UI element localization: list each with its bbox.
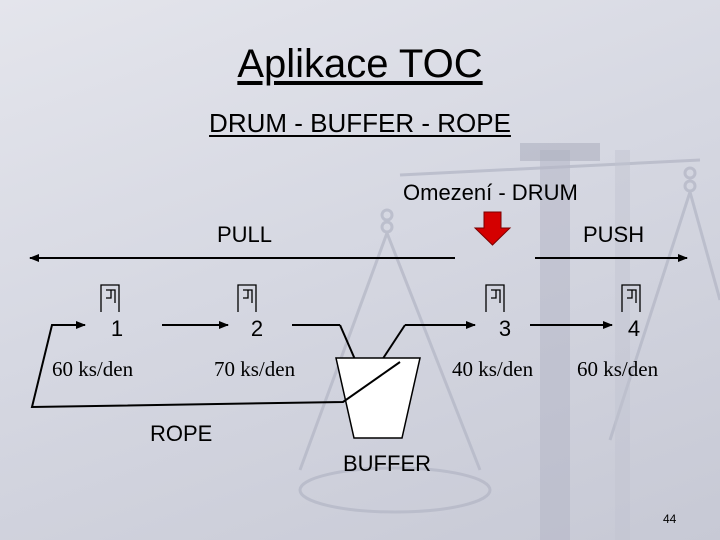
station-number-3: 3 <box>498 316 512 341</box>
station-rate-1: 60 ks/den <box>52 357 134 381</box>
station-rate-2: 70 ks/den <box>214 357 296 381</box>
station-number-2: 2 <box>250 316 264 341</box>
page-title: Aplikace TOC <box>237 42 483 86</box>
rope-line <box>30 321 401 409</box>
page-subtitle: DRUM - BUFFER - ROPE <box>209 108 511 138</box>
flow-arrow-buffer-3 <box>381 324 406 361</box>
pull-label: PULL <box>217 222 273 247</box>
station-number-4: 4 <box>627 316 641 341</box>
buffer-label: BUFFER <box>343 451 431 476</box>
buffer-container <box>335 357 421 439</box>
drum-arrow-icon <box>473 211 512 246</box>
push-label: PUSH <box>583 222 645 247</box>
constraint-label: Omezení - DRUM <box>403 180 578 205</box>
rope-label: ROPE <box>150 421 213 446</box>
machine-icon-1 <box>100 284 120 312</box>
page-number: 44 <box>663 512 677 526</box>
machine-icon-3 <box>485 284 505 312</box>
station-number-1: 1 <box>110 316 124 341</box>
station-rate-4: 60 ks/den <box>577 357 659 381</box>
machine-icon-2 <box>237 284 257 312</box>
machine-icon-4 <box>621 284 641 312</box>
station-rate-3: 40 ks/den <box>452 357 534 381</box>
